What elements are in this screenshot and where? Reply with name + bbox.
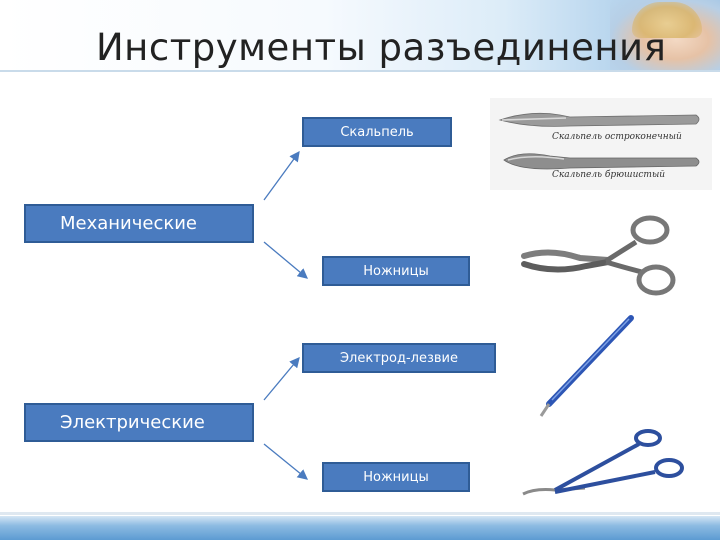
scissors-image bbox=[510, 208, 710, 308]
electrode-blade-image bbox=[525, 312, 655, 422]
electrical-scissors-photo bbox=[515, 428, 710, 508]
footer-bar bbox=[0, 516, 720, 540]
arrow-mech-to-scalpel bbox=[264, 152, 299, 200]
category-electrical: Электрические bbox=[24, 403, 254, 442]
scissors-photo bbox=[510, 208, 710, 308]
caption-bellied-scalpel: Скальпель брюшистый bbox=[552, 170, 665, 180]
electrode-blade-photo bbox=[525, 312, 655, 422]
arrow-elec-to-scissors bbox=[264, 444, 307, 479]
arrow-elec-to-electrode bbox=[264, 358, 299, 400]
instrument-electrode-blade: Электрод-лезвие bbox=[302, 343, 496, 373]
instrument-scissors-mechanical: Ножницы bbox=[322, 256, 470, 286]
electrical-scissors-image bbox=[515, 428, 710, 508]
caption-pointed-scalpel: Скальпель остроконечный bbox=[552, 132, 682, 142]
arrow-mech-to-scissors bbox=[264, 242, 307, 278]
scalpel-photo: Скальпель остроконечный Скальпель брюшис… bbox=[490, 98, 712, 190]
instrument-scalpel: Скальпель bbox=[302, 117, 452, 147]
instrument-scissors-electrical: Ножницы bbox=[322, 462, 470, 492]
category-mechanical: Механические bbox=[24, 204, 254, 243]
